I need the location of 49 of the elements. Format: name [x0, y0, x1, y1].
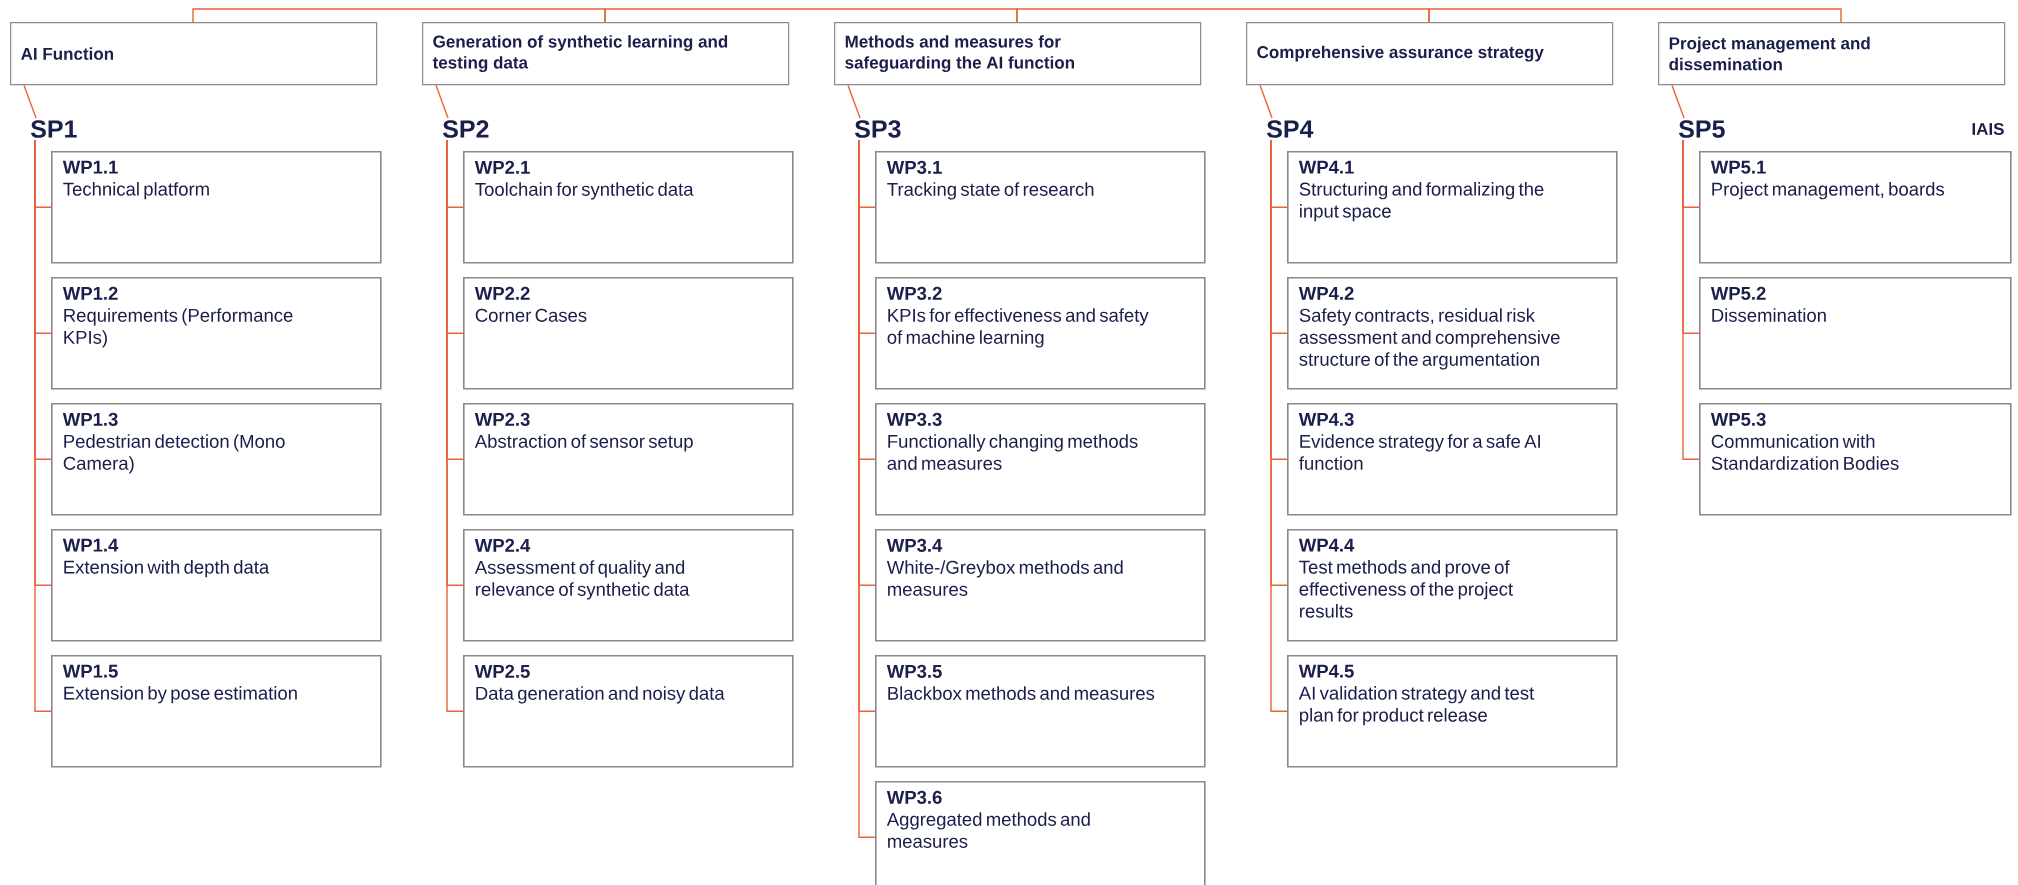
section-label: SP2	[442, 120, 489, 138]
partner-label: IAIS	[1972, 123, 2004, 135]
work-package-box: WP4.4 Test methods and prove of effectiveness of the project results	[1287, 529, 1618, 642]
work-package-box: WP3.5 Blackbox methods and measures	[875, 655, 1206, 768]
work-package-box: WP4.5 AI validation strategy and test plan for product release	[1287, 655, 1618, 768]
connector-line	[34, 139, 52, 712]
work-package-box: WP5.2 Dissemination	[1699, 277, 2012, 390]
work-package-box: WP2.1 Toolchain for synthetic data	[463, 151, 794, 264]
header-box: Comprehensive assurance strategy	[1246, 22, 1614, 86]
work-package-box: WP3.6 Aggregated methods and measures	[875, 781, 1206, 885]
header-box: Project management and dissemination	[1658, 22, 2006, 86]
work-package-box: WP4.1 Structuring and formalizing the input space	[1287, 151, 1618, 264]
connector-line	[604, 8, 1018, 23]
section-label: SP4	[1266, 120, 1314, 138]
work-package-box: WP5.3 Communication with Standardization Bodies	[1699, 403, 2012, 516]
work-package-box: WP5.1 Project management, boards	[1699, 151, 2012, 264]
work-package-box: WP3.2 KPIs for effectiveness and safety of machine learning	[875, 277, 1206, 390]
work-package-box: WP2.2 Corner Cases	[463, 277, 794, 390]
work-package-box: WP1.3 Pedestrian detection (Mono Camera)	[51, 403, 382, 516]
work-package-box: WP3.1 Tracking state of research	[875, 151, 1206, 264]
connector-line	[1671, 84, 1685, 119]
connector-line	[446, 139, 464, 712]
work-package-box: WP2.4 Assessment of quality and relevance of synthetic data	[463, 529, 794, 642]
connector-line	[435, 84, 449, 119]
section-label: SP1	[30, 120, 77, 138]
connector-line	[1016, 8, 1430, 23]
header-box: AI Function	[10, 22, 378, 86]
work-package-box: WP2.5 Data generation and noisy data	[463, 655, 794, 768]
work-package-box: WP1.2 Requirements (Performance KPIs)	[51, 277, 382, 390]
work-package-box: WP1.5 Extension by pose estimation	[51, 655, 382, 768]
work-package-box: WP3.3 Functionally changing methods and measures	[875, 403, 1206, 516]
work-package-box: WP4.2 Safety contracts, residual risk assessment and comprehensive structure of the argumentation	[1287, 277, 1618, 390]
connector-line	[192, 8, 606, 23]
work-package-box: WP2.3 Abstraction of sensor setup	[463, 403, 794, 516]
work-package-box: WP1.4 Extension with depth data	[51, 529, 382, 642]
connector-line	[847, 84, 861, 119]
header-box: Methods and measures for safeguarding the AI function	[834, 22, 1202, 86]
section-label: SP5	[1678, 120, 1725, 138]
work-package-box: WP1.1 Technical platform	[51, 151, 382, 264]
connector-line	[1259, 84, 1273, 119]
connector-line	[1428, 8, 1842, 23]
connector-line	[1682, 139, 1700, 460]
work-package-box: WP3.4 White-/Greybox methods and measures	[875, 529, 1206, 642]
header-box: Generation of synthetic learning and testing data	[422, 22, 790, 86]
section-label: SP3	[854, 120, 901, 138]
connector-line	[23, 84, 37, 119]
work-package-box: WP4.3 Evidence strategy for a safe AI function	[1287, 403, 1618, 516]
connector-line	[858, 139, 876, 838]
connector-line	[1270, 139, 1288, 712]
